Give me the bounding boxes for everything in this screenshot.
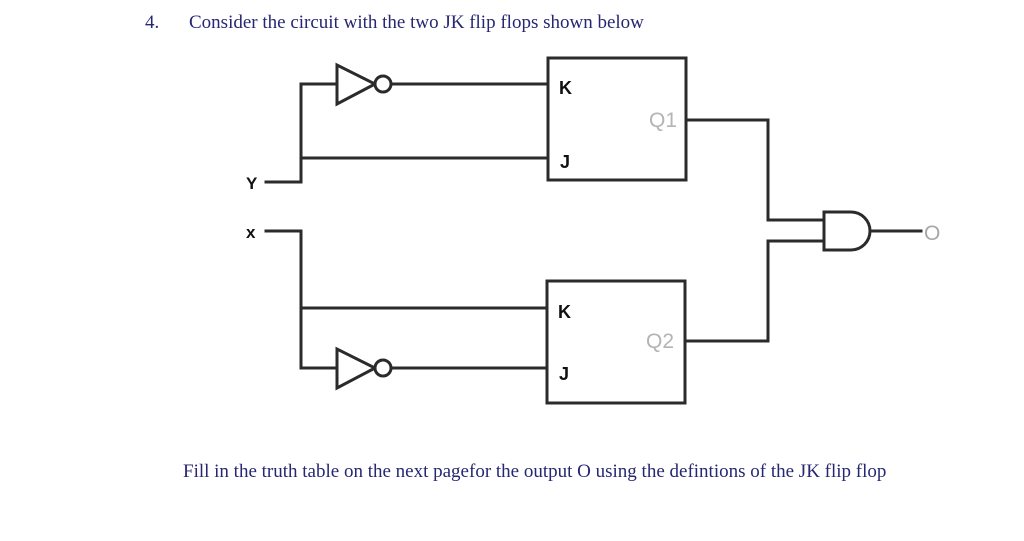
- output-o-label: O: [924, 222, 940, 245]
- wire-y-to-inverter: [264, 82, 339, 184]
- footer-instruction: Fill in the truth table on the next page…: [183, 461, 887, 482]
- inverter-bottom-bubble: [373, 358, 393, 378]
- wire-q1-to-and: [684, 118, 827, 222]
- flipflop-1-box: [546, 56, 688, 182]
- inverter-top-bubble: [373, 74, 393, 94]
- input-y-label: Y: [246, 174, 258, 193]
- page-title: 4. Consider the circuit with the two JK f…: [145, 12, 905, 34]
- flipflop-1-j-label: J: [560, 152, 570, 172]
- and-gate-body: [822, 210, 872, 252]
- wire-x-to-inverter: [264, 229, 339, 370]
- input-x-label: x: [246, 223, 256, 242]
- question-number: 4.: [145, 12, 160, 33]
- flipflop-2-j-label: J: [559, 364, 569, 384]
- flipflop-1-q-label: Q1: [649, 109, 677, 132]
- flipflop-2-k-label: K: [558, 302, 571, 322]
- inverter-top-triangle: [335, 62, 379, 107]
- flipflop-2-q-label: Q2: [646, 330, 674, 353]
- question-text: Consider the circuit with the two JK fli…: [189, 12, 644, 33]
- wire-q2-to-and: [683, 239, 827, 343]
- flipflop-2-box: [545, 279, 687, 405]
- inverter-bottom-triangle: [335, 346, 379, 391]
- flipflop-1-k-label: K: [559, 78, 572, 98]
